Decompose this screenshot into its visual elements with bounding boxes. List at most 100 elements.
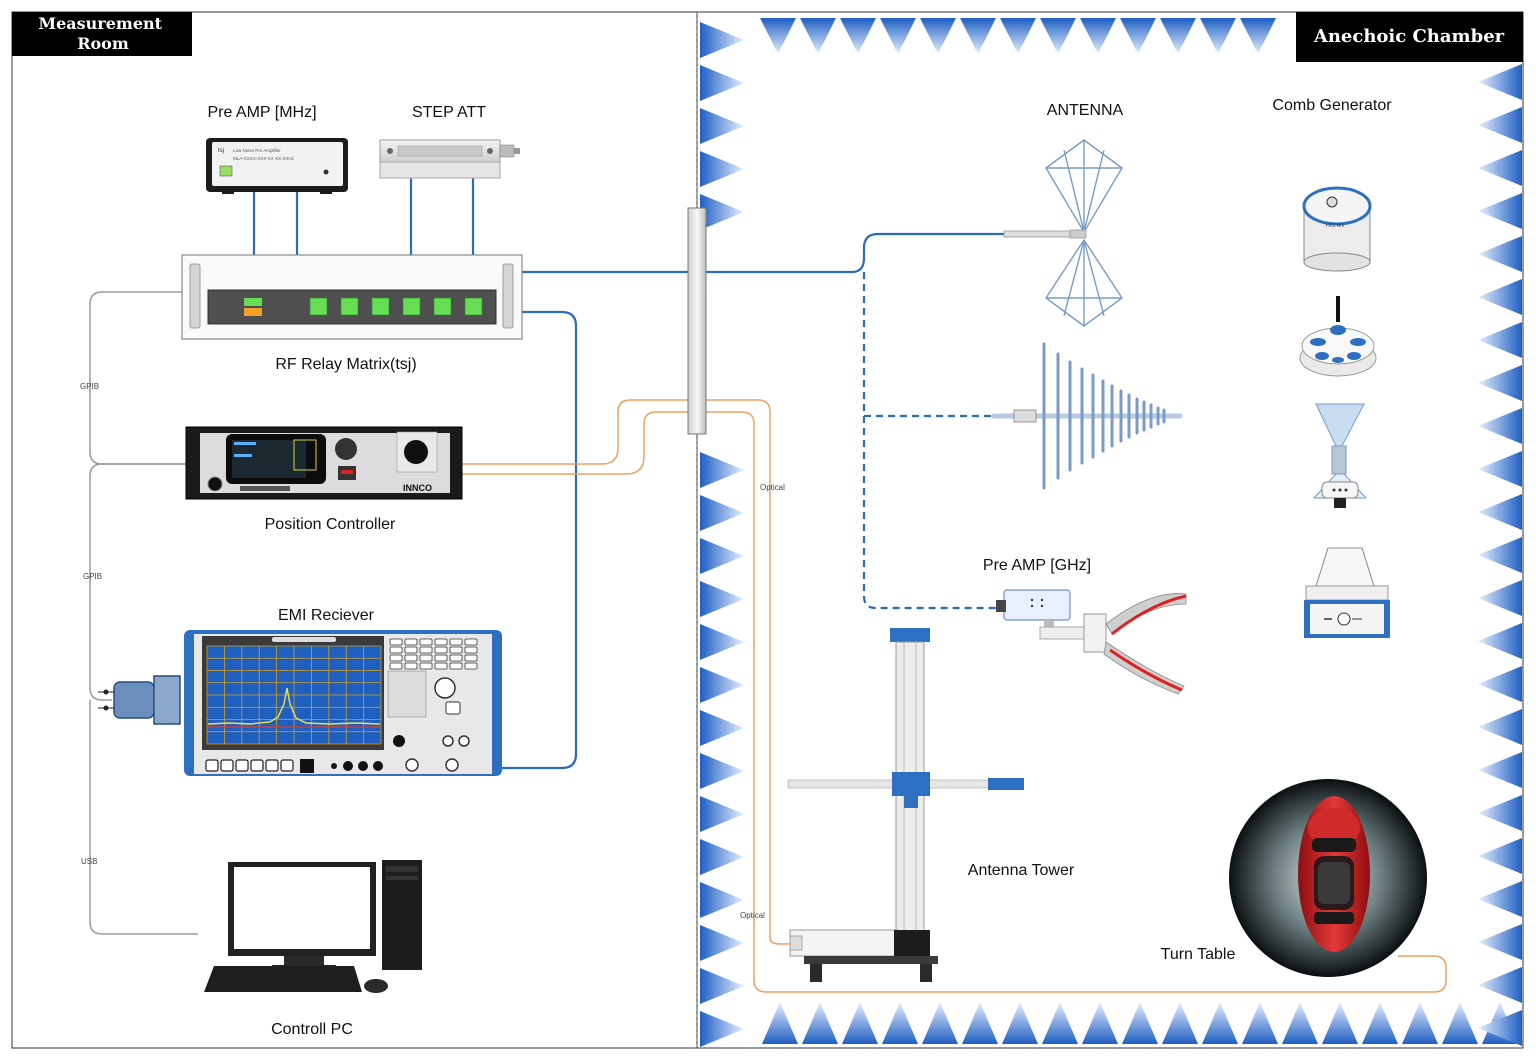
emi-receiver-grid — [206, 645, 382, 745]
absorber-cone-right — [1478, 279, 1522, 315]
gpib-connector — [98, 675, 181, 725]
antenna-tower-label: Antenna Tower — [968, 862, 1075, 879]
pre-amp-ghz-label: Pre AMP [GHz] — [983, 557, 1091, 574]
absorber-cone-right — [1478, 924, 1522, 960]
absorber-cone-right — [1478, 537, 1522, 573]
absorber-cone-bottom — [1162, 1002, 1198, 1044]
absorber-cone-bottom — [802, 1002, 838, 1044]
emi-spectrum-trace — [207, 687, 381, 725]
measurement-room-tag-bg — [12, 12, 192, 56]
absorber-cone-right — [1478, 193, 1522, 229]
absorber-cone-top — [920, 18, 956, 54]
absorber-cone-right — [1478, 494, 1522, 530]
absorber-cone-top — [800, 18, 836, 54]
labels: Pre AMP [MHz] STEP ATT RF Relay Matrix(t… — [80, 97, 1392, 1038]
pre-amp-mhz-panel-model: MLA-XXXX-XXX-XX XX-XXHz — [233, 156, 295, 161]
emi-soft-key — [389, 654, 403, 662]
emi-soft-key — [449, 638, 463, 646]
absorber-cone-left — [700, 667, 744, 703]
absorber-cone-left — [700, 151, 744, 187]
emi-receiver-front-ports — [205, 759, 294, 772]
absorber-cone-left — [700, 753, 744, 789]
absorber-cone-bottom — [1122, 1002, 1158, 1044]
usb-label: USB — [81, 857, 97, 866]
absorber-cone-left — [700, 1011, 744, 1047]
emi-front-port — [280, 759, 294, 772]
absorber-cone-top — [880, 18, 916, 54]
optical-label-2: Optical — [740, 911, 765, 920]
control-cables — [89, 291, 198, 935]
pre-amp-mhz-device: tsj Low Noise Pre Amplifier MLA-XXXX-XXX… — [206, 138, 348, 194]
emi-soft-key — [449, 662, 463, 670]
absorber-cone-bottom — [882, 1002, 918, 1044]
absorber-cone-right — [1478, 580, 1522, 616]
absorber-cone-right — [1478, 365, 1522, 401]
emi-soft-key — [434, 646, 448, 654]
emi-soft-key — [419, 654, 433, 662]
absorber-cone-top — [1080, 18, 1116, 54]
gpib-label-1: GPIB — [80, 382, 99, 391]
comb-generator-horn — [1304, 547, 1390, 638]
wall-feedthrough-panel — [687, 207, 707, 435]
emi-soft-key — [464, 646, 478, 654]
emi-soft-key — [404, 638, 418, 646]
absorber-cone-right — [1478, 64, 1522, 100]
absorber-cone-bottom — [922, 1002, 958, 1044]
emi-soft-key — [389, 646, 403, 654]
position-controller-brand: INNCO — [403, 483, 432, 493]
biconical-antenna — [1003, 139, 1123, 327]
absorber-cone-bottom — [1282, 1002, 1318, 1044]
absorber-cone-right — [1478, 1010, 1522, 1046]
absorber-cone-left — [700, 194, 744, 230]
comb-generator-marking: YRS NN — [1325, 223, 1344, 229]
emi-front-port — [265, 759, 279, 772]
absorber-cone-left — [700, 581, 744, 617]
absorber-cone-bottom — [1042, 1002, 1078, 1044]
absorber-cone-right — [1478, 451, 1522, 487]
emi-soft-key — [404, 662, 418, 670]
gpib-label-2: GPIB — [83, 572, 102, 581]
emi-soft-key — [404, 654, 418, 662]
absorber-cone-left — [700, 710, 744, 746]
absorber-cone-right — [1478, 838, 1522, 874]
pre-amp-mhz-label: Pre AMP [MHz] — [207, 104, 316, 121]
absorber-cone-right — [1478, 150, 1522, 186]
absorber-cone-left — [700, 495, 744, 531]
absorber-cone-left — [700, 22, 744, 58]
absorber-cone-right — [1478, 408, 1522, 444]
absorber-cone-left — [700, 796, 744, 832]
turn-table-label: Turn Table — [1161, 946, 1236, 963]
emi-front-port — [205, 759, 219, 772]
absorber-cone-left — [700, 108, 744, 144]
emi-soft-key — [464, 654, 478, 662]
emi-soft-key — [389, 638, 403, 646]
emi-soft-key — [389, 662, 403, 670]
antenna-label: ANTENNA — [1047, 102, 1124, 119]
absorber-cone-right — [1478, 967, 1522, 1003]
absorber-cone-bottom — [962, 1002, 998, 1044]
absorber-cone-top — [960, 18, 996, 54]
pre-amp-ghz-device — [996, 589, 1187, 695]
emi-soft-key — [464, 662, 478, 670]
absorber-cone-left — [700, 538, 744, 574]
position-controller-label: Position Controller — [265, 516, 396, 533]
emi-soft-key — [464, 638, 478, 646]
absorber-cone-right — [1478, 752, 1522, 788]
emi-receiver-label: EMI Reciever — [278, 607, 375, 624]
control-pc-label: Controll PC — [271, 1021, 353, 1038]
absorber-cone-top — [760, 18, 796, 54]
absorber-cone-top — [1040, 18, 1076, 54]
anechoic-chamber-tag: Anechoic Chamber — [1313, 26, 1505, 47]
absorber-cone-left — [700, 624, 744, 660]
emi-soft-key — [449, 646, 463, 654]
pre-amp-mhz-brand: tsj — [218, 148, 224, 154]
absorber-cone-left — [700, 452, 744, 488]
emi-soft-key — [419, 662, 433, 670]
absorber-cone-top — [1160, 18, 1196, 54]
emi-receiver-device — [184, 630, 502, 776]
absorber-cone-top — [1120, 18, 1156, 54]
position-controller-device: INNCO — [185, 426, 463, 500]
emi-soft-key — [449, 654, 463, 662]
coax-cables — [252, 178, 1004, 770]
absorber-cone-bottom — [1442, 1002, 1478, 1044]
